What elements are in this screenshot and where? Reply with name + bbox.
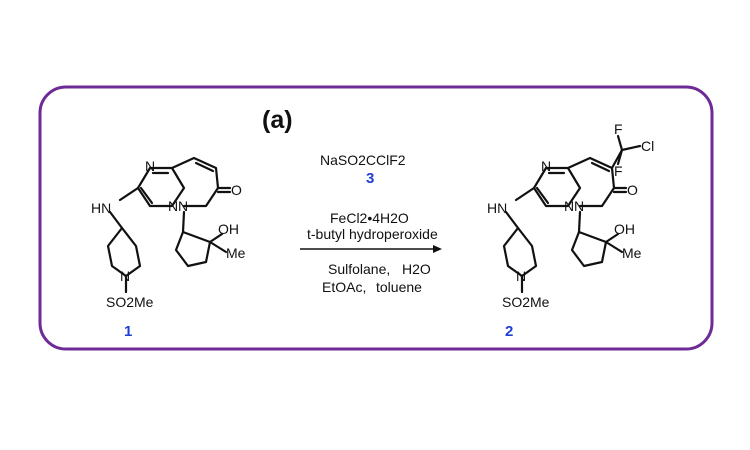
atom-n: N [564, 198, 574, 214]
reagent-line: NaSO2CClF2 [320, 152, 406, 168]
solvent-b: H2O [402, 261, 431, 277]
solvent-c: EtOAc, [322, 279, 366, 295]
scheme-label: (a) [262, 106, 293, 134]
atom-n: N [541, 158, 551, 174]
atom-hn: HN [91, 200, 111, 216]
atom-n: N [574, 198, 584, 214]
atom-n: N [120, 268, 130, 284]
compound-2-label: 2 [505, 323, 513, 340]
compound-2-structure: N N N O HN N SO2Me OH Me F Cl F [487, 121, 654, 310]
compound-1-label: 1 [124, 323, 132, 340]
scheme-frame [38, 85, 714, 351]
atom-cl: Cl [641, 138, 654, 154]
atom-so2me: SO2Me [502, 294, 550, 310]
oxidant-line: t-butyl hydroperoxide [307, 226, 438, 242]
compound-1-structure: N N N O HN N SO2Me OH Me [91, 156, 246, 310]
atom-o: O [627, 182, 638, 198]
atom-f: F [614, 121, 623, 137]
atom-n: N [145, 158, 155, 174]
atom-me: Me [226, 245, 246, 261]
atom-so2me: SO2Me [106, 294, 154, 310]
atom-o: O [231, 182, 242, 198]
atom-n: N [168, 198, 178, 214]
solvent-a: Sulfolane, [328, 261, 390, 277]
atom-oh: OH [218, 221, 239, 237]
reagent-number: 3 [366, 170, 374, 187]
atom-f: F [614, 163, 623, 179]
atom-oh: OH [614, 221, 635, 237]
atom-hn: HN [487, 200, 507, 216]
reaction-arrowhead [433, 245, 442, 253]
atom-n: N [178, 198, 188, 214]
solvent-d: toluene [376, 279, 422, 295]
atom-me: Me [622, 245, 642, 261]
atom-n: N [516, 268, 526, 284]
catalyst-line: FeCl2•4H2O [330, 210, 409, 226]
